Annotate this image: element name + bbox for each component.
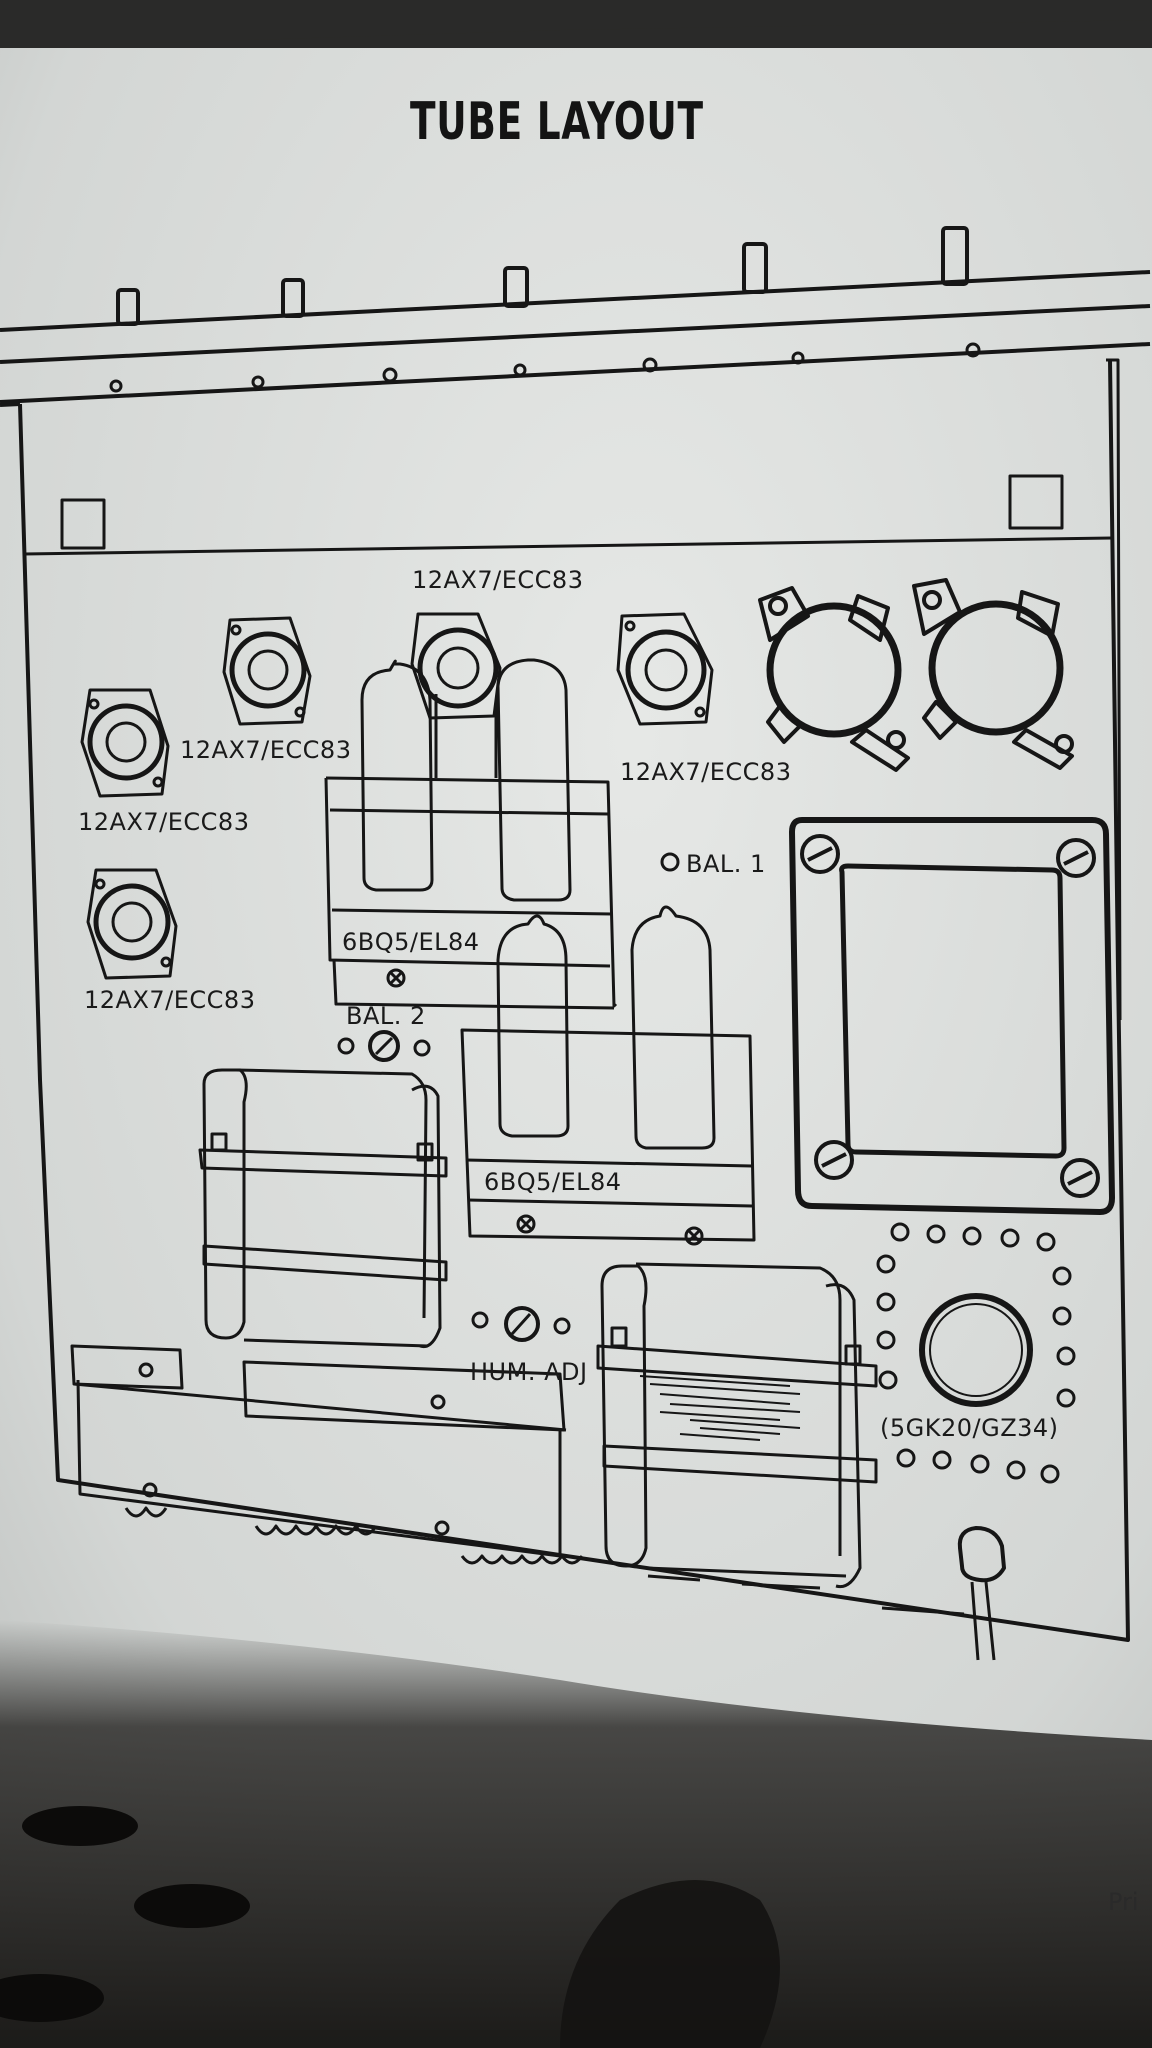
label-6bq5-lower: 6BQ5/EL84 <box>484 1168 622 1196</box>
socket-12ax7-2 <box>80 688 170 798</box>
socket-large-1 <box>758 586 910 772</box>
camera-shadow <box>0 1620 1152 2048</box>
label-rectifier: (5GK20/GZ34) <box>880 1414 1059 1442</box>
label-12ax7-left-upper: 12AX7/ECC83 <box>180 736 352 764</box>
label-bal1: BAL. 1 <box>686 850 766 878</box>
label-6bq5-upper: 6BQ5/EL84 <box>342 928 480 956</box>
socket-large-2 <box>912 578 1074 770</box>
footer-fragment: Pri <box>1108 1888 1139 1916</box>
label-12ax7-left-mid: 12AX7/ECC83 <box>78 808 250 836</box>
power-transformer <box>596 1262 878 1589</box>
left-transformer <box>198 1068 448 1349</box>
label-12ax7-left-lower: 12AX7/ECC83 <box>84 986 256 1014</box>
chassis-drawing <box>0 226 1151 1661</box>
bal1-pot <box>660 852 680 872</box>
diagram-title: TUBE LAYOUT <box>410 92 704 152</box>
label-12ax7-top: 12AX7/ECC83 <box>412 566 584 594</box>
hum-adj-pot <box>471 1306 571 1342</box>
power-tube-block-upper <box>324 658 618 1010</box>
bottom-rails <box>70 1344 965 1616</box>
bal2-pot <box>337 1030 431 1062</box>
power-tube-block-lower <box>460 905 756 1246</box>
output-transformer <box>789 817 1115 1215</box>
socket-12ax7-1 <box>222 616 312 726</box>
label-bal2: BAL. 2 <box>346 1002 426 1030</box>
label-12ax7-right: 12AX7/ECC83 <box>620 758 792 786</box>
socket-12ax7-3 <box>86 868 178 980</box>
socket-12ax7-4 <box>410 612 502 720</box>
socket-12ax7-5 <box>616 612 714 726</box>
rectifier-socket <box>876 1222 1076 1484</box>
table-holes <box>0 1806 250 2022</box>
label-hum-adj: HUM. ADJ <box>470 1358 588 1386</box>
power-cord-grommet <box>957 1526 1006 1661</box>
